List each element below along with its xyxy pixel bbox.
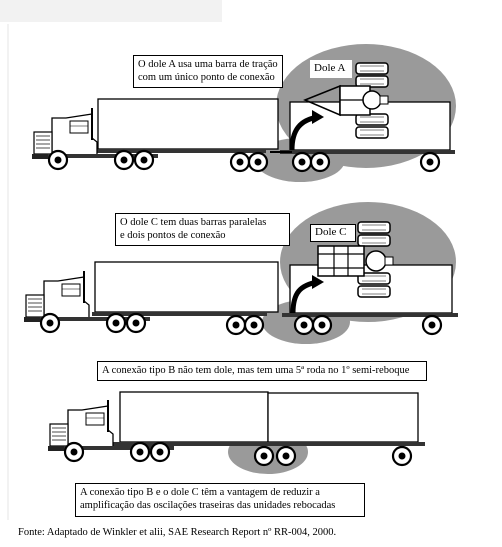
conclusion-callout: A conexão tipo B e o dole C têm a vantag… [75,483,365,517]
callout-line: A conexão tipo B não tem dole, mas tem u… [102,365,410,376]
callout-line: com um único ponto de conexão [138,72,275,83]
panel-c-callout: O dole C tem duas barras paralelas e doi… [115,213,290,246]
callout-line: O dole A usa uma barra de tração [138,59,278,70]
panel-b-drawing [46,391,425,474]
callout-line: O dole C tem duas barras paralelas [120,217,267,228]
dolly-a-icon [303,62,389,139]
dolly-c-label: Dole C [310,224,356,242]
panel-b-callout: A conexão tipo B não tem dole, mas tem u… [97,361,427,381]
panel-a-callout: O dole A usa uma barra de tração com um … [133,55,283,88]
callout-line: e dois pontos de conexão [120,230,226,241]
source-caption: Fonte: Adaptado de Winkler et alii, SAE … [18,527,337,538]
conclusion-line: A conexão tipo B e o dole C têm a vantag… [80,487,320,498]
conclusion-line: amplificação das oscilações traseiras da… [80,500,336,511]
dolly-a-label: Dole A [314,62,346,74]
panel-a-drawing [30,44,456,182]
dolly-c-icon [317,221,394,298]
